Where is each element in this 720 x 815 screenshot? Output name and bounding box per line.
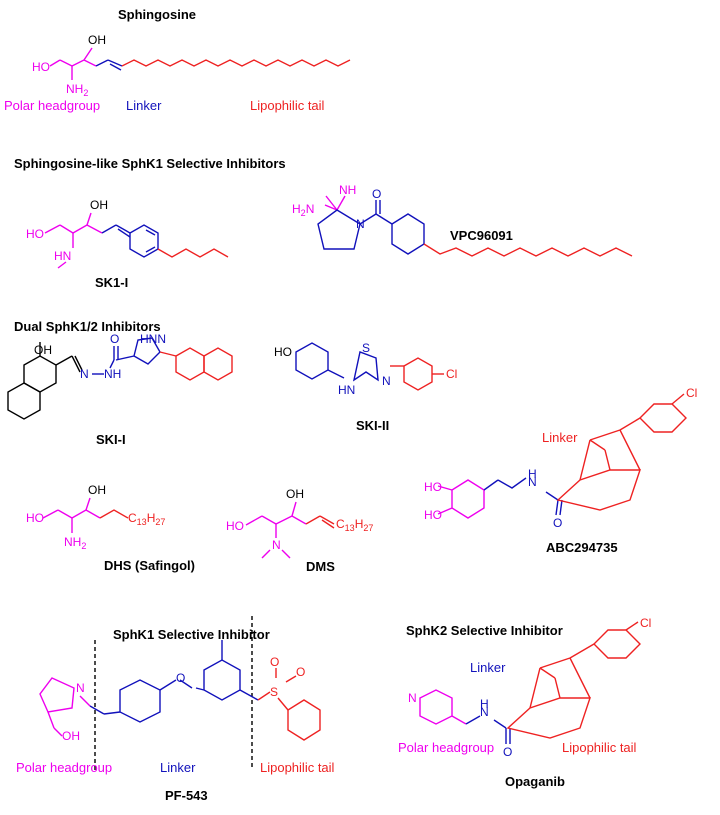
label-skii-one: SKI-I — [96, 432, 126, 447]
pf543-oh: OH — [62, 729, 80, 743]
dhs-structure — [42, 497, 129, 533]
skii-one-structure — [7, 337, 233, 420]
label-skii-two: SKI-II — [356, 418, 389, 433]
opaganib-linker-label: Linker — [470, 660, 506, 675]
abc-cl: Cl — [686, 386, 697, 400]
sk1i-ho: HO — [26, 227, 44, 241]
sphingosine-linker-bonds — [95, 59, 123, 71]
pf543-linker-label: Linker — [160, 760, 196, 775]
pf543-o2: O — [296, 665, 305, 679]
dms-n: N — [272, 538, 281, 552]
dms-oh: OH — [286, 487, 304, 501]
sphingosine-structure — [49, 47, 351, 80]
dhs-ho: HO — [26, 511, 44, 525]
skii-one-o: O — [110, 332, 119, 346]
skii-two-cl: Cl — [446, 367, 457, 381]
skii-two-structure — [295, 342, 444, 391]
sk1i-structure — [44, 212, 229, 269]
sphingosine-nh2: NH2 — [66, 82, 88, 98]
abc-ho-top: HO — [424, 480, 442, 494]
opaganib-lipo-label: Lipophilic tail — [562, 740, 637, 755]
skii-one-nh: NH — [104, 367, 121, 381]
vpc-n: N — [356, 217, 365, 231]
title-dual: Dual SphK1/2 Inhibitors — [14, 319, 161, 334]
skii-one-hnn: HNN — [140, 332, 166, 346]
vpc-h2n: H2N — [292, 202, 314, 218]
label-dms: DMS — [306, 559, 335, 574]
skii-two-ho: HO — [274, 345, 292, 359]
vpc-o: O — [372, 187, 381, 201]
title-sphk2-selective: SphK2 Selective Inhibitor — [406, 623, 563, 638]
title-sphingosine: Sphingosine — [118, 7, 196, 22]
abc-o: O — [553, 516, 562, 530]
opaganib-o: O — [503, 745, 512, 759]
abc-linker-label: Linker — [542, 430, 578, 445]
skii-two-s: S — [362, 341, 370, 355]
sphingosine-tail-bonds — [121, 59, 351, 67]
opaganib-n: N — [408, 691, 417, 705]
dms-structure — [245, 501, 335, 559]
label-abc: ABC294735 — [546, 540, 618, 555]
label-pf543: PF-543 — [165, 788, 208, 803]
sk1i-oh: OH — [90, 198, 108, 212]
dms-ho: HO — [226, 519, 244, 533]
sphingosine-polar-label: Polar headgroup — [4, 98, 100, 113]
vpc-nh: NH — [339, 183, 356, 197]
pf543-o1: O — [270, 655, 279, 669]
label-sk1i: SK1-I — [95, 275, 128, 290]
sphingosine-ho: HO — [32, 60, 50, 74]
opaganib-structure — [419, 621, 641, 744]
pf543-o: O — [176, 671, 185, 685]
abc-structure — [437, 393, 687, 519]
sphingosine-lipo-label: Lipophilic tail — [250, 98, 325, 113]
sphingosine-oh: OH — [88, 33, 106, 47]
opaganib-cl: Cl — [640, 616, 651, 630]
sk1i-nh: HN — [54, 249, 71, 263]
sphingosine-headgroup-bonds — [49, 47, 97, 80]
label-dhs: DHS (Safingol) — [104, 558, 195, 573]
pf543-lipo-label: Lipophilic tail — [260, 760, 335, 775]
skii-one-n1: N — [80, 367, 89, 381]
pf543-divider-lines — [94, 616, 253, 770]
abc-ho-bottom: HO — [424, 508, 442, 522]
label-vpc: VPC96091 — [450, 228, 513, 243]
vpc-structure — [317, 195, 633, 257]
skii-two-nh: HN — [338, 383, 355, 397]
dhs-c13h27: C13H27 — [128, 511, 165, 527]
pf543-polar-label: Polar headgroup — [16, 760, 112, 775]
opaganib-polar-label: Polar headgroup — [398, 740, 494, 755]
dms-c13h27: C13H27 — [336, 517, 373, 533]
label-opaganib: Opaganib — [505, 774, 565, 789]
dhs-oh: OH — [88, 483, 106, 497]
dhs-nh2: NH2 — [64, 535, 86, 551]
skii-one-oh: OH — [34, 343, 52, 357]
title-sphk1-selective: SphK1 Selective Inhibitor — [113, 627, 270, 642]
sphingosine-linker-label: Linker — [126, 98, 162, 113]
pf543-s: S — [270, 685, 278, 699]
title-sphk1-like: Sphingosine-like SphK1 Selective Inhibit… — [14, 156, 286, 171]
pf543-n: N — [76, 681, 85, 695]
skii-two-n: N — [382, 374, 391, 388]
pf543-structure — [39, 616, 321, 770]
